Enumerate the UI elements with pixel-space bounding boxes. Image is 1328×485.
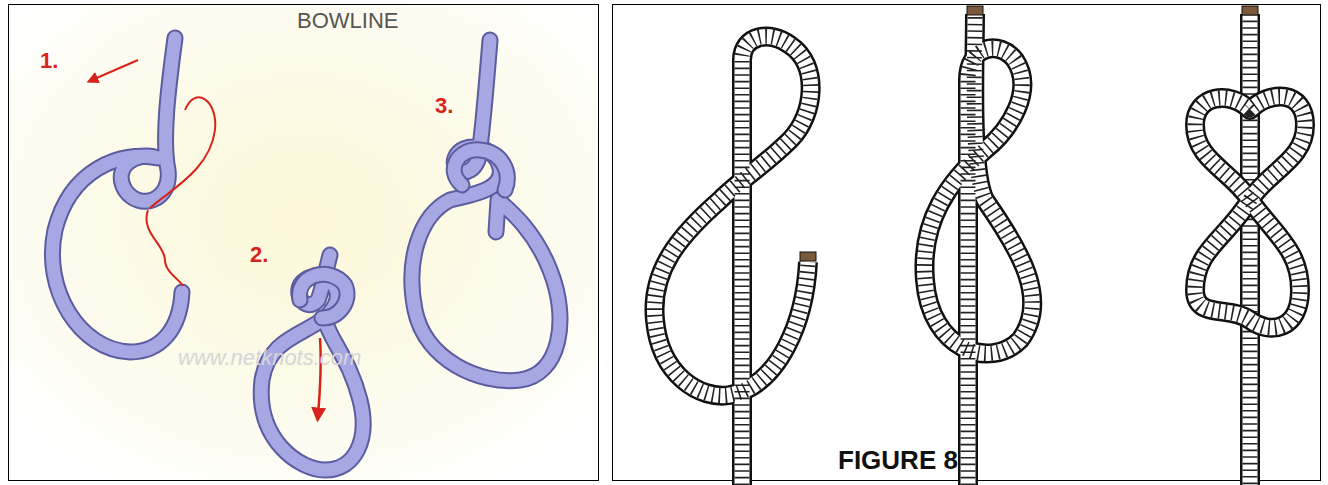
figure-eight-rope xyxy=(654,14,1305,485)
step-number: 3. xyxy=(435,95,453,117)
step-number: 1. xyxy=(40,50,58,72)
rope-end xyxy=(800,6,1258,261)
panel-title: BOWLINE xyxy=(297,10,398,32)
bowline-rope xyxy=(52,38,560,470)
panel-frame xyxy=(9,5,599,481)
panel-title: FIGURE 8 xyxy=(838,447,958,473)
step-number: 2. xyxy=(250,244,268,266)
watermark: www.netknots.com xyxy=(178,347,361,369)
